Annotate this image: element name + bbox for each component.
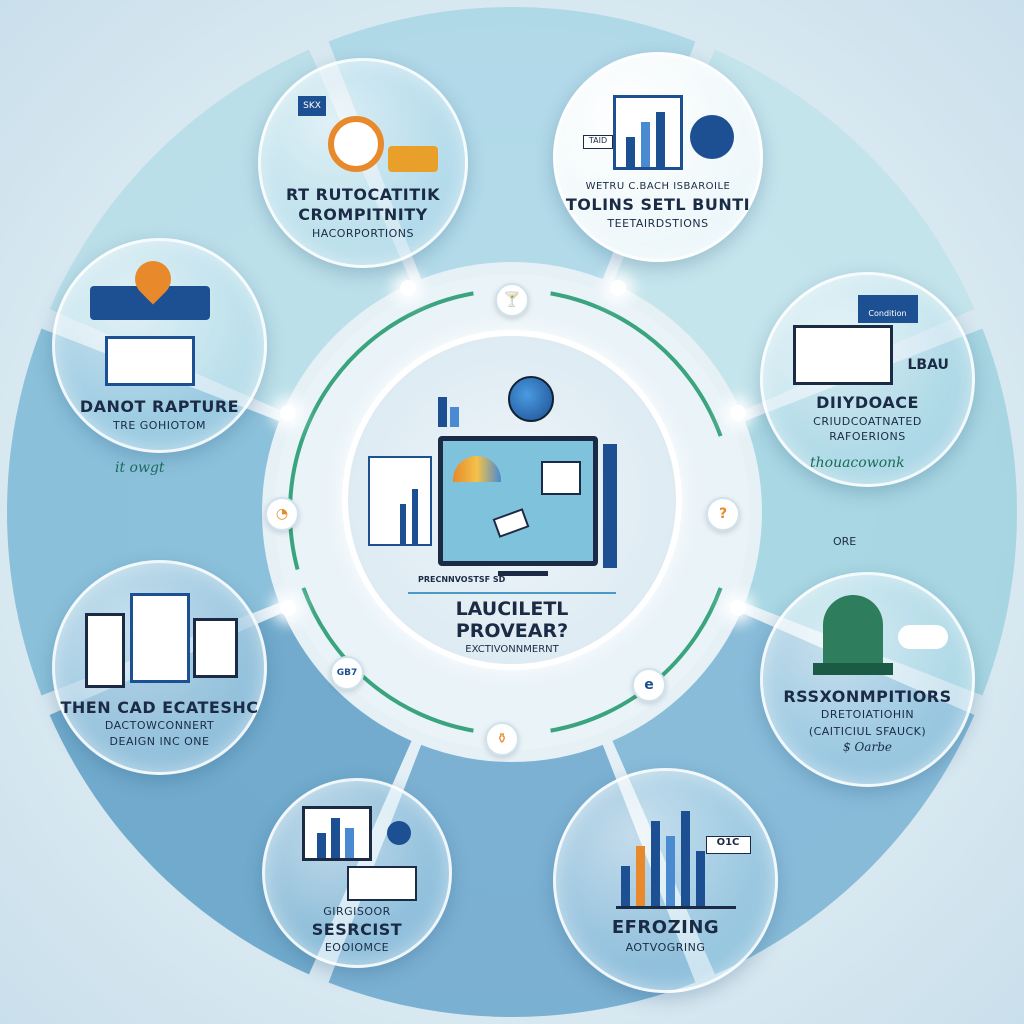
handwritten-note: thouacowonk (810, 455, 905, 471)
center-title-line2: PROVEAR? (455, 620, 569, 642)
bubble-title: EFROZING (611, 917, 720, 938)
bubble-title: SESRCIST (311, 920, 403, 939)
bubble-subtitle-2: RAFOERIONS (829, 430, 906, 443)
bubble-subtitle: HACORPORTIONS (311, 227, 415, 240)
globe-icon (508, 376, 554, 422)
glow-dot (280, 600, 296, 616)
bubble-top-right[interactable]: TAID WETRU C.BACH ISBAROILE TOLINS SETL … (553, 52, 763, 262)
bubble-right-lower[interactable]: ORE RSSXONMPITIORS DRETOIATIOHIN (CAITIC… (760, 535, 975, 787)
bottle-icon[interactable]: ⚱ (485, 722, 519, 756)
mini-chart (541, 461, 581, 495)
monitor-side (603, 444, 617, 568)
badge-icon[interactable]: GB7 (330, 656, 364, 690)
devices-illustration (75, 583, 245, 693)
question-icon[interactable]: ? (706, 497, 740, 531)
bubble-title: DIIYDOACE (816, 393, 919, 412)
bubble-subtitle-top: GIRGISOOR (323, 905, 391, 918)
glow-dot (400, 280, 416, 296)
bubble-subtitle: AOTVOGRING (625, 941, 706, 954)
center-subtitle: EXCTIVONNMERNT (465, 644, 559, 655)
glow-dot (730, 405, 746, 421)
gauge-icon (453, 456, 501, 482)
server-cloud-illustration (783, 585, 953, 685)
center-hub: PRECNNVOSTSF SD LAUCILETL PROVEAR? EXCTI… (342, 330, 682, 670)
monitor (438, 436, 598, 566)
chart-illustration: TAID (578, 80, 738, 180)
bubble-left-lower[interactable]: THEN CAD ECATESHC DACTOWCONNERT DEAIGN I… (52, 560, 267, 775)
bubble-subtitle: CRIUDCOATNATED (813, 415, 922, 428)
bubble-tag: ORE (833, 535, 857, 548)
handwritten-note: $ Oarbe (843, 740, 892, 754)
bubble-title: RT RUTOCATITIK (286, 185, 440, 204)
monitor-stand (498, 571, 548, 576)
cocktail-icon[interactable]: 🍸 (495, 283, 529, 317)
glow-dot (280, 405, 296, 421)
bar-chart-illustration: O1C (576, 796, 756, 916)
bubble-title: THEN CAD ECATESHC (60, 698, 259, 717)
flow-arrow (301, 291, 474, 437)
bubble-subtitle: DACTOWCONNERT (104, 719, 215, 732)
magnifier-truck-illustration: SKX (288, 91, 438, 181)
bubble-subtitle: EOOIOMCE (324, 941, 390, 954)
bubble-left-upper[interactable]: DANOT RAPTURE TRE GOHIOTOM (52, 238, 267, 453)
bubble-bottom-right[interactable]: O1C EFROZING AOTVOGRING (553, 768, 778, 993)
flow-arrow (301, 587, 474, 733)
bubble-top-left[interactable]: SKX RT RUTOCATITIK CROMPITNITY HACORPORT… (258, 58, 468, 268)
flow-arrow (550, 291, 723, 437)
dashboard-illustration: Condition LBAU (783, 295, 953, 405)
bubble-subtitle-2: (CAITICIUL SFAUCK) (808, 725, 927, 738)
bubble-title-2: CROMPITNITY (298, 205, 428, 224)
bubble-subtitle: TRE GOHIOTOM (112, 419, 207, 432)
glow-dot (730, 600, 746, 616)
screen-caption: PRECNNVOSTSF SD (418, 575, 506, 584)
document-chart (368, 456, 432, 546)
bubble-title: TOLINS SETL BUNTI (565, 195, 751, 214)
center-title-line1: LAUCILETL (455, 598, 569, 620)
handwritten-note: it owgt (115, 460, 165, 476)
report-illustration (287, 801, 427, 901)
divider (408, 592, 616, 594)
bubble-right-upper[interactable]: Condition LBAU DIIYDOACE CRIUDCOATNATED … (760, 272, 975, 487)
chart-pie-icon[interactable]: ◔ (265, 497, 299, 531)
bubble-subtitle: TEETAIRDSTIONS (607, 217, 709, 230)
bubble-subtitle: DRETOIATIOHIN (820, 708, 915, 721)
map-pin-illustration (80, 253, 240, 386)
bubble-subtitle-2: DEAIGN INC ONE (109, 735, 210, 748)
e-icon[interactable]: e (632, 668, 666, 702)
bubble-subtitle-top: WETRU C.BACH ISBAROILE (585, 181, 731, 192)
bubble-title: RSSXONMPITIORS (783, 687, 952, 706)
bubble-bottom-left[interactable]: GIRGISOOR SESRCIST EOOIOMCE (262, 778, 452, 968)
pointer-icon (492, 508, 530, 538)
glow-dot (610, 280, 626, 296)
bar-chart-icon (438, 391, 460, 427)
bubble-title: DANOT RAPTURE (79, 397, 240, 416)
